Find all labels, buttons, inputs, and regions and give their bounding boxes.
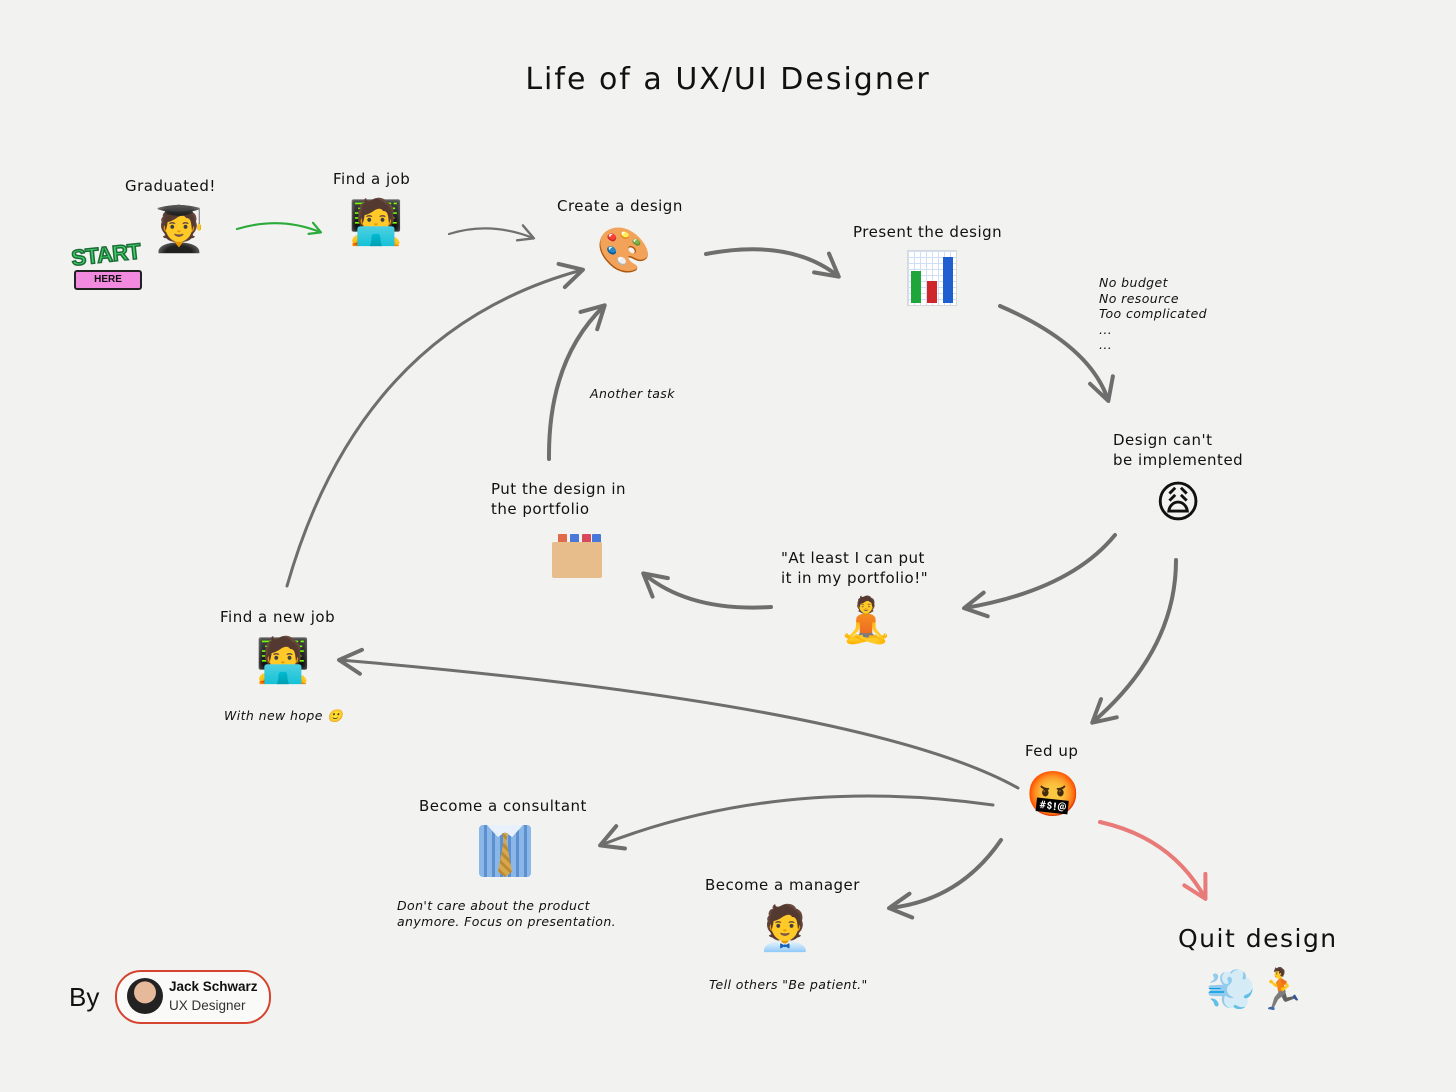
by-label: By [69,982,100,1012]
avatar [127,978,163,1014]
author-name: Jack Schwarz [169,979,258,994]
sticker-start-text: START [69,238,142,272]
node-consultant-label: Become a consultant [419,797,587,815]
arrow-graduated-to-job [235,223,320,232]
node-present-design-label: Present the design [853,223,1003,241]
arrow-portfolio-to-create [546,303,607,461]
node-new-job-label: Find a new job [220,608,336,626]
arrow-fedup-to-consultant [598,794,995,851]
weary-face-icon: 😩 [1155,477,1201,528]
graduate-icon: 🧑‍🎓 [151,204,207,255]
node-cant-implement-label: Design can't be implemented [1113,431,1244,469]
author-badge[interactable]: Jack Schwarz UX Designer [115,970,271,1024]
node-find-job-label: Find a job [333,170,411,188]
node-fed-up-label: Fed up [1025,742,1079,760]
technologist-icon: 🧑‍💻 [255,635,311,686]
node-graduated-label: Graduated! [125,177,216,195]
node-create-design-label: Create a design [557,197,683,215]
consultant-note: Don't care about the product anymore. Fo… [397,898,617,929]
cursing-face-icon: 🤬 [1025,769,1081,820]
arrow-atleast-to-portfolio [641,571,773,610]
arrow-cant-to-atleast [962,533,1117,619]
arrow-present-to-cant [998,304,1115,403]
new-hope-note: With new hope 🙂 [224,708,344,723]
bar-chart-icon [907,250,957,306]
sticker-here-ribbon: HERE [74,270,142,290]
author-role: UX Designer [169,998,246,1013]
manager-note: Tell others "Be patient." [709,977,868,992]
arrow-fedup-to-manager [887,838,1003,920]
arrow-fedup-to-newjob [337,647,1020,790]
office-worker-icon: 🧑‍💼 [757,903,813,954]
dash-running-icon: 💨🏃 [1206,967,1306,1013]
arrow-cant-to-fedup [1090,558,1178,725]
technologist-icon: 🧑‍💻 [348,197,404,248]
shirt-and-tie-icon [479,825,531,877]
card-file-box-icon [552,530,602,578]
start-here-sticker: START HERE [64,238,148,302]
lotus-position-icon: 🧘 [838,595,894,646]
page-title: Life of a UX/UI Designer [525,62,931,97]
arrow-job-to-create [447,224,536,242]
node-portfolio-label: Put the design in the portfolio [491,480,627,518]
palette-icon: 🎨 [596,225,652,276]
arrow-newjob-to-create [285,261,585,588]
node-at-least-label: "At least I can put it in my portfolio!" [781,549,929,587]
node-quit-label: Quit design [1178,924,1338,953]
arrow-fedup-to-quit [1098,820,1208,901]
another-task-note: Another task [590,386,675,401]
node-manager-label: Become a manager [705,876,860,894]
reasons-note: No budget No resource Too complicated ..… [1099,275,1207,352]
arrow-create-to-present [704,247,841,279]
